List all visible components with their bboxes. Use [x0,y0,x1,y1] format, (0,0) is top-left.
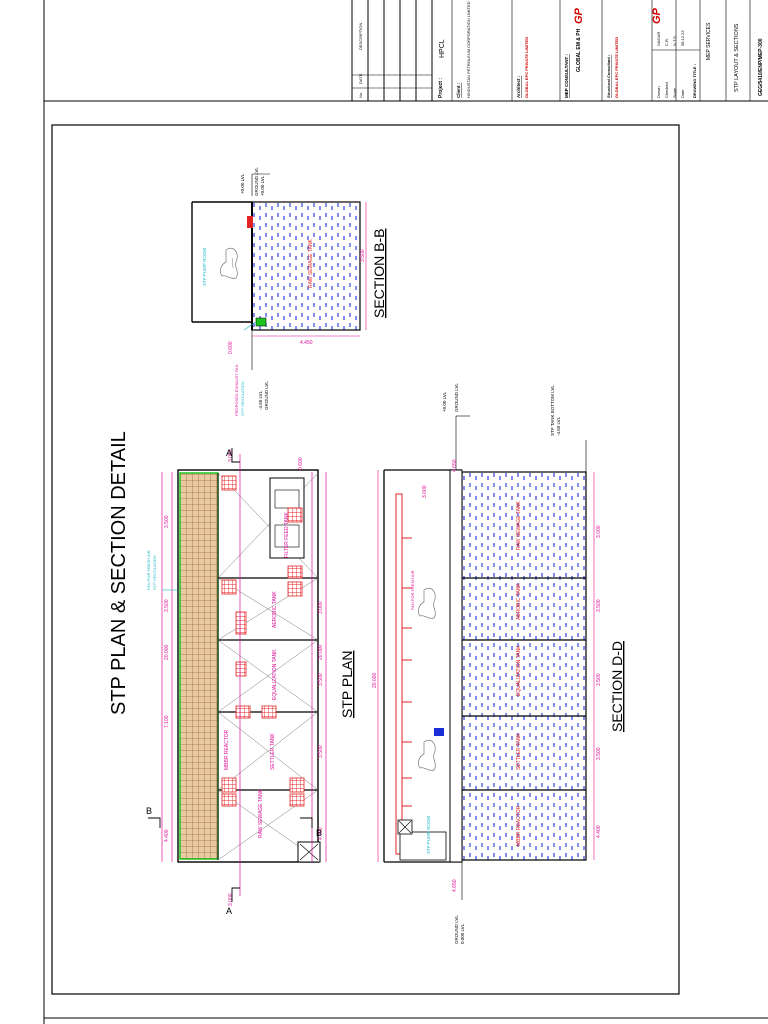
bb-label-pump-room: STP PUMP ROOM [202,248,207,286]
row-date-label: Date [680,89,685,98]
dd-dim-5: 4.400 [596,825,602,838]
section-bb: STP PUMP ROOM RAW SEWAGE TANK GROUND LVL… [191,167,387,416]
logo-text-2: GP [651,7,663,24]
row-checked-label: Checked [664,82,669,98]
client-label: Client : [456,82,461,98]
bb-level-zero: +0.00 LVL [260,175,265,196]
plan-note-fan: FAN FOR FRESH AIR [146,550,151,590]
dd-dim-small: 3.000 [422,485,428,498]
dd-dim-3: 3.500 [596,673,602,686]
dd-level-ground: GROUND LVL [454,383,459,412]
drawing-title: STP LAYOUT & SECTIONS [734,23,740,92]
dd-level-top: +0.00 LVL [442,391,447,412]
row-scale-label: Scale [672,87,677,98]
bb-label-raw-sewage: RAW SEWAGE TANK [308,238,314,288]
section-marker-b-right: B [316,828,322,838]
plan-dim-4: 3.500 [164,515,170,528]
plan-dim-5: 3.500 [318,745,324,758]
row-scale-value: N.T.S. [672,35,677,46]
dd-dim-bottom: 4.650 [452,879,458,892]
bb-dim-width: 4.450 [300,340,313,346]
client-name: HINDUSTAN PETROLEUM CORPORATION LIMITED [466,1,471,98]
section-marker-a-top: A [226,448,232,458]
drawing-title-label: DRAWING TITLE : [692,64,697,98]
title-block: No. DATE DESCRIPTION Project : HPCL Clie… [351,0,764,101]
plan-label-filter-feed: FILTER FEED TANK [284,511,290,558]
project-label: Project : [438,78,444,98]
plan-label-mbbr: MBBR REACTOR [224,729,230,770]
dd-dim-top: 4.650 [452,459,458,472]
bb-level-bottom: -4.50 LVL [258,390,263,410]
section-bb-title: SECTION B-B [371,229,387,318]
plan-dim-bottom: 3.000 [228,893,234,906]
dd-label-pump-room: STP PUMP ROOM [426,816,431,854]
dd-dim-overall: 20.000 [372,672,378,688]
bb-level-ground: GROUND LVL [254,167,259,196]
drawing-number: GEG/5410/ENP/MEP-300 [758,38,764,96]
architect-label: Architect : [516,75,521,98]
dd-level-zero: 0.000 LVL [460,923,465,944]
service-name: MEP SERVICES [706,22,712,60]
row-drawn-label: Drawn [656,86,661,98]
plan-note-ventilation: STP VENTILATION [152,555,157,590]
plan-view-title: STP PLAN [339,651,355,718]
bb-note-ventilation: STP VENTILATION [240,381,245,416]
plan-dim-3: 3.500 [164,599,170,612]
plan-label-equalization: EQUALIZATION TANK [272,649,278,700]
mep-label: MEP CONSULTANT : [564,54,569,98]
mep-name: GLOBAL EM & PH [576,28,582,72]
dd-dim-2: 3.500 [596,599,602,612]
plan-dim-top: 3.000 [228,449,234,462]
dd-note-fan: FAN FOR FRESH AIR [410,570,415,610]
structure-name: GLOBAL EPC PRIVATE LIMITED [614,37,619,98]
drawing-border [51,124,680,995]
bb-note-fan: PROPOSED EXHAUST FAN [234,364,239,416]
grating-walkway [179,472,219,860]
row-checked-value: C.R. [664,38,669,46]
bb-level-ground-2: GROUND LVL [264,381,269,410]
dd-dim-4: 3.500 [596,747,602,760]
dd-label-equalization: EQUALIZATION TANK [516,645,522,696]
architect-name: GLOBAL EPC PRIVATE LIMITED [524,37,529,98]
bb-dim-depth: 3.500 [360,249,366,262]
plan-label-settler: SETTLER TANK [270,733,276,770]
dd-level-minus: -4.50 LVL [556,416,561,436]
bb-dim-small: 0.600 [228,341,234,354]
logo-text: GP [573,7,585,24]
section-dd-title: SECTION D-D [609,641,625,732]
plan-dim-2: 7.100 [164,715,170,728]
section-dd: RAW SEWAGE TANK AEROBIC TANK EQUALIZATIO… [372,383,625,944]
dd-level-tank-bottom: STP TANK BOTTOM LVL [550,385,555,436]
dd-label-raw-sewage: RAW SEWAGE TANK [516,500,522,550]
plan-label-raw-sewage: RAW SEWAGE TANK [258,788,264,838]
rev-header-desc: DESCRIPTION [358,23,363,50]
plan-dim-overall-right: 20.000 [318,644,324,660]
dd-label-aerobic: AEROBIC TANK [516,583,522,620]
dd-level-ground-2: GROUND LVL [454,915,459,944]
dd-label-settler: SETTLER TANK [516,733,522,770]
plan-dim-8: 4.400 [318,827,324,840]
stp-plan: RAW SEWAGE TANK MBBR REACTOR SETTLER TAN… [146,448,355,916]
project-name: HPCL [439,39,446,58]
drawing-main-title: STP PLAN & SECTION DETAIL [108,431,130,715]
section-marker-a-bottom: A [226,906,232,916]
bb-level-top: +0.00 LVL [240,173,245,194]
plan-dim-small: 0.600 [298,457,304,470]
dd-dim-1: 3.000 [596,525,602,538]
plan-dim-overall: 20.000 [164,644,170,660]
plan-dim-6: 3.500 [318,673,324,686]
dd-label-mbbr: MBBR REACTOR [516,805,522,846]
plan-dim-1: 4.400 [164,829,170,842]
rev-header-date: DATE [358,73,363,84]
plan-dim-7: 3.000 [318,601,324,614]
rev-header-no: No. [358,92,363,98]
structure-label: Structural Consultant : [606,55,611,98]
row-drawn-value: NAGAR [656,32,661,46]
section-marker-b-left: B [146,806,152,816]
row-date-value: 08.12.23 [680,30,685,46]
plan-label-aerobic: AEROBIC TANK [272,591,278,628]
